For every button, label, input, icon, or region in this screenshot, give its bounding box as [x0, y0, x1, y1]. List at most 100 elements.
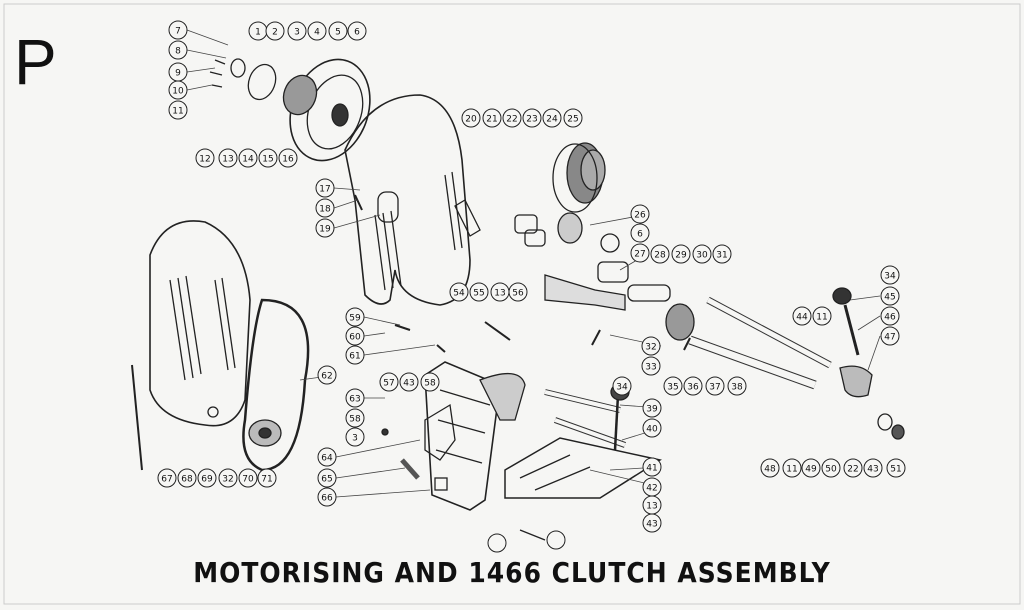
- callout-label: 16: [282, 155, 294, 165]
- callout-circle: [317, 487, 337, 507]
- callout-circle: [287, 21, 307, 41]
- callout-circle: [663, 376, 683, 396]
- callout-circle: [727, 376, 747, 396]
- section-letter: P: [14, 26, 57, 98]
- callout-circle: [563, 108, 583, 128]
- callout-circle: [487, 533, 507, 553]
- callout-label: 14: [242, 155, 254, 165]
- callout-label: 57: [383, 379, 394, 389]
- clutch-lever: [544, 274, 626, 311]
- callout-circle: [317, 447, 337, 467]
- callout-label: 47: [884, 333, 895, 343]
- callout-circle: [345, 408, 365, 428]
- callout-circle: [482, 108, 502, 128]
- callout-label: 19: [319, 225, 331, 235]
- callout-circle: [630, 223, 650, 243]
- callout-label: 26: [634, 211, 646, 221]
- callout-label: 13: [494, 289, 505, 299]
- callout-circle: [880, 306, 900, 326]
- callout-label: 33: [645, 363, 656, 373]
- callout-circle: [880, 286, 900, 306]
- lower-belt-guard: [149, 220, 251, 427]
- callout-circle: [307, 21, 327, 41]
- leader-line: [186, 84, 213, 91]
- leader-line: [363, 316, 401, 326]
- callout-label: 63: [349, 395, 360, 405]
- callout-label: 28: [654, 251, 666, 261]
- leader-line: [335, 439, 421, 458]
- leader-line: [335, 467, 406, 479]
- callout-label: 11: [816, 313, 827, 323]
- leader-line: [363, 344, 436, 356]
- callout-label: 24: [546, 115, 558, 125]
- callout-label: 40: [646, 425, 658, 435]
- callout-circle: [469, 282, 489, 302]
- callout-label: 61: [349, 352, 360, 362]
- callout-label: 59: [349, 314, 361, 324]
- callout-label: 44: [796, 313, 808, 323]
- callout-label: 21: [486, 115, 497, 125]
- callout-label: 30: [696, 251, 708, 261]
- callout-circle: [345, 427, 365, 447]
- flywheel-group: [209, 58, 371, 162]
- callout-circle: [328, 21, 348, 41]
- callout-circle: [278, 148, 298, 168]
- callout-circle: [265, 21, 285, 41]
- callout-label: 67: [161, 475, 172, 485]
- mounting-bracket: [424, 361, 662, 541]
- callout-circle: [502, 108, 522, 128]
- callout-label: 1: [255, 28, 261, 38]
- callout-circle: [177, 468, 197, 488]
- callout-label: 17: [319, 185, 330, 195]
- callout-circle: [420, 372, 440, 392]
- callout-circle: [641, 336, 661, 356]
- callout-label: 48: [764, 465, 776, 475]
- callout-label: 32: [222, 475, 233, 485]
- callout-label: 6: [354, 28, 360, 38]
- callout-circle: [546, 530, 566, 550]
- callout-label: 50: [825, 465, 837, 475]
- callout-label: 11: [172, 107, 183, 117]
- callout-label: 51: [890, 465, 901, 475]
- callout-circle: [705, 376, 725, 396]
- leader-line: [849, 295, 881, 301]
- callout-circle: [315, 218, 335, 238]
- callout-circle: [345, 307, 365, 327]
- leader-line: [333, 187, 361, 191]
- callout-label: 22: [506, 115, 517, 125]
- callout-circle: [168, 40, 188, 60]
- callout-label: 5: [335, 28, 341, 38]
- callout-circle: [886, 458, 906, 478]
- callout-label: 37: [709, 383, 720, 393]
- callout-label: 29: [675, 251, 687, 261]
- callout-circle: [168, 80, 188, 100]
- callout-label: 11: [786, 465, 797, 475]
- callout-label: 10: [172, 87, 184, 97]
- callout-label: 31: [716, 251, 727, 261]
- callout-circle: [650, 244, 670, 264]
- callout-label: 34: [616, 383, 628, 393]
- leader-line: [333, 199, 359, 209]
- callout-circle: [792, 306, 812, 326]
- callout-circle: [782, 458, 802, 478]
- callout-label: 43: [646, 520, 657, 530]
- callout-label: 65: [321, 475, 332, 485]
- callout-label: 34: [884, 272, 896, 282]
- callout-label: 64: [321, 454, 333, 464]
- callout-label: 66: [321, 494, 333, 504]
- callout-label: 43: [403, 379, 414, 389]
- callout-label: 18: [319, 205, 331, 215]
- callout-circle: [801, 458, 821, 478]
- callout-label: 6: [637, 230, 643, 240]
- callout-circle: [238, 468, 258, 488]
- callout-label: 70: [242, 475, 254, 485]
- callout-circle: [542, 108, 562, 128]
- callout-circle: [630, 243, 650, 263]
- callout-label: 45: [884, 293, 895, 303]
- callout-circle: [218, 468, 238, 488]
- leader-line: [857, 315, 881, 331]
- callout-label: 20: [465, 115, 477, 125]
- callout-label: 13: [222, 155, 233, 165]
